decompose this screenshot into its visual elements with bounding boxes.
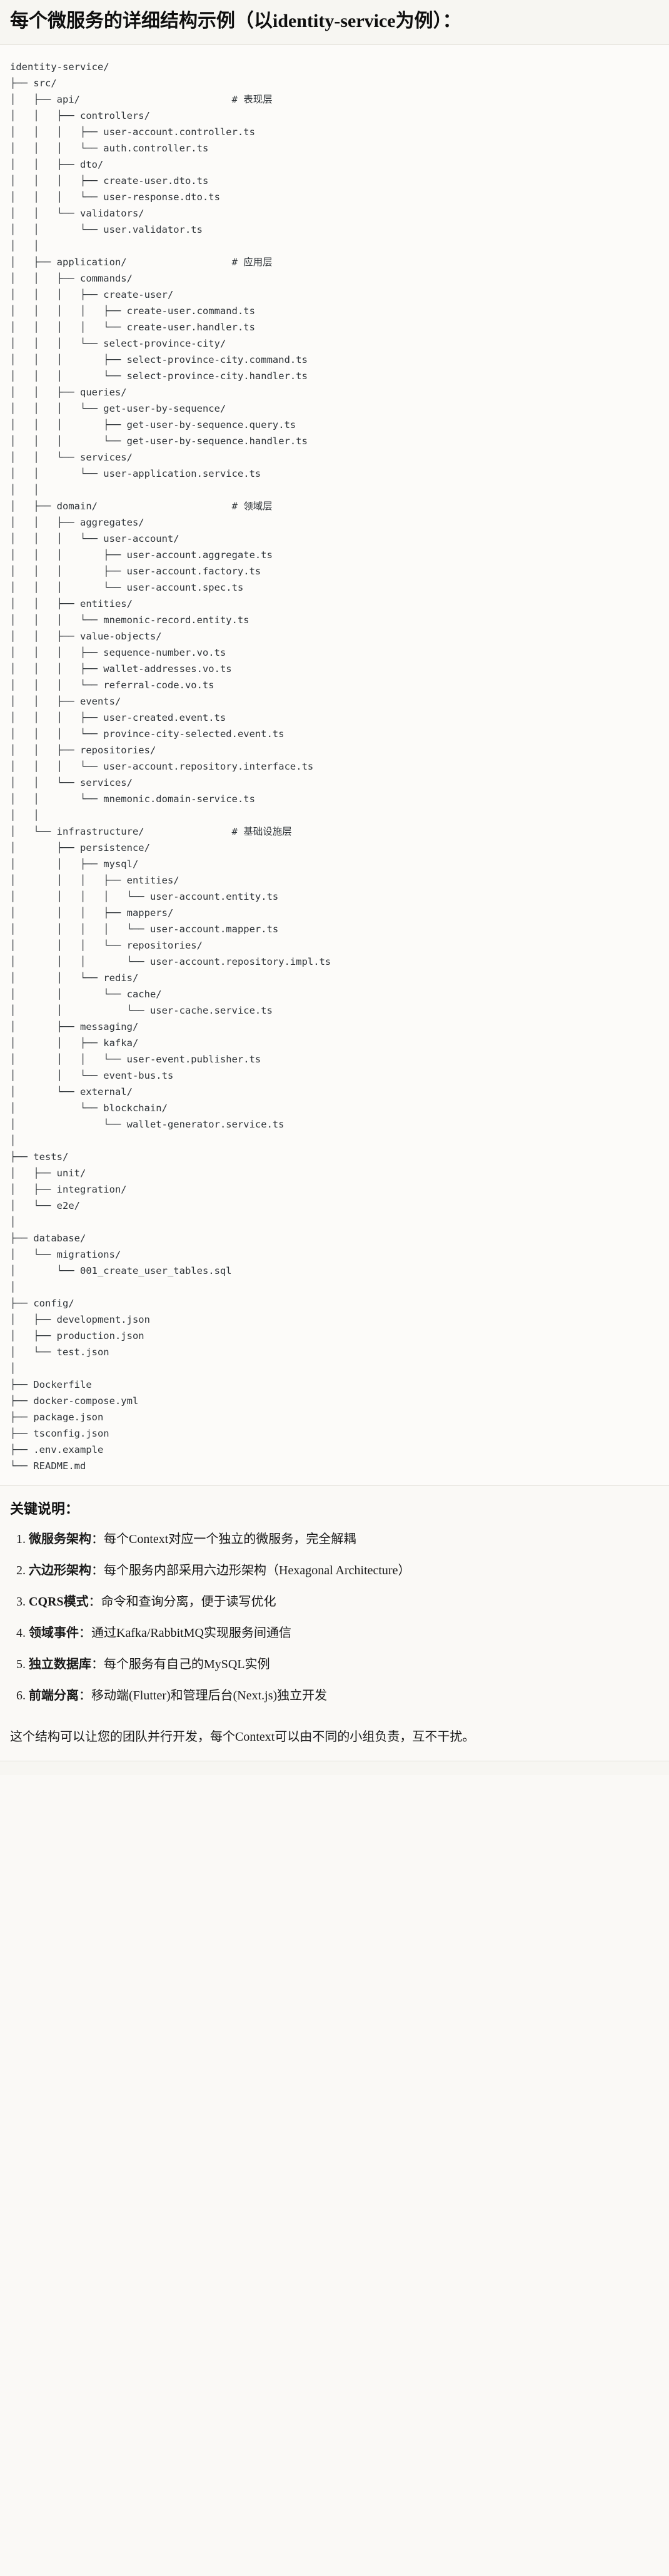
key-point-desc: ：每个Context对应一个独立的微服务，完全解耦 [91, 1532, 356, 1547]
key-point-term: 六边形架构 [29, 1564, 91, 1578]
closing-note: 这个结构可以让您的团队并行开发，每个Context可以由不同的小组负责，互不干扰… [10, 1730, 475, 1744]
key-point-desc: ：移动端(Flutter)和管理后台(Next.js)独立开发 [79, 1689, 328, 1703]
list-item: CQRS模式：命令和查询分离，便于读写优化 [29, 1592, 659, 1611]
footer-strip [0, 1761, 669, 1776]
list-item: 独立数据库：每个服务有自己的MySQL实例 [29, 1655, 659, 1674]
key-point-desc: ：每个服务有自己的MySQL实例 [91, 1657, 270, 1672]
key-point-term: 独立数据库 [29, 1657, 91, 1672]
key-points-list: 微服务架构：每个Context对应一个独立的微服务，完全解耦 六边形架构：每个服… [10, 1530, 659, 1705]
key-point-desc: ：每个服务内部采用六边形架构（Hexagonal Architecture） [91, 1564, 411, 1578]
list-item: 六边形架构：每个服务内部采用六边形架构（Hexagonal Architectu… [29, 1561, 659, 1580]
directory-tree: identity-service/ ├── src/ │ ├── api/ # … [10, 61, 331, 1472]
page-title: 每个微服务的详细结构示例（以identity-service为例）： [0, 0, 669, 45]
key-points-title: 关键说明： [10, 1500, 79, 1517]
page-root: 每个微服务的详细结构示例（以identity-service为例）： ident… [0, 0, 669, 1775]
list-item: 前端分离：移动端(Flutter)和管理后台(Next.js)独立开发 [29, 1686, 659, 1705]
list-item: 微服务架构：每个Context对应一个独立的微服务，完全解耦 [29, 1530, 659, 1549]
key-point-term: 领域事件 [29, 1626, 79, 1641]
key-point-term: 微服务架构 [29, 1532, 91, 1547]
key-point-desc: ：通过Kafka/RabbitMQ实现服务间通信 [79, 1626, 291, 1641]
directory-tree-block: identity-service/ ├── src/ │ ├── api/ # … [0, 44, 669, 1486]
key-points-section: 关键说明： 微服务架构：每个Context对应一个独立的微服务，完全解耦 六边形… [0, 1486, 669, 1723]
list-item: 领域事件：通过Kafka/RabbitMQ实现服务间通信 [29, 1624, 659, 1642]
key-point-desc: ：命令和查询分离，便于读写优化 [88, 1595, 276, 1609]
key-point-term: CQRS模式 [29, 1595, 89, 1609]
key-point-term: 前端分离 [29, 1689, 79, 1703]
